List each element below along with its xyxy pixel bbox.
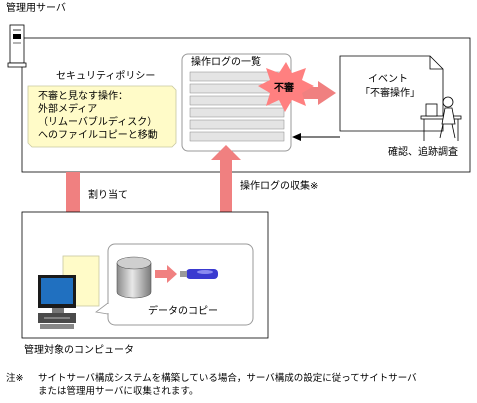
operation-log-rows (189, 71, 285, 142)
footnote-mark: 注※ (6, 373, 24, 384)
managed-computer-label: 管理対象のコンピュータ (24, 345, 134, 356)
security-policy-title: セキュリティポリシー (56, 71, 156, 82)
policy-line-3: （リムーバブルディスク） (38, 117, 158, 128)
suspicious-burst (258, 62, 314, 112)
log-row (189, 107, 285, 118)
event-line-2: 「不審操作」 (360, 88, 420, 99)
footnote-line-1: サイトサーバ構成システムを構築している場合，サーバ構成の設定に従ってサイトサーバ (38, 373, 417, 384)
administrator-icon (420, 96, 462, 141)
log-row (189, 119, 285, 130)
event-action-label: 確認、追跡調査 (388, 147, 458, 158)
disk-icon (116, 256, 152, 299)
policy-line-2: 外部メディア (38, 104, 98, 115)
usb-stick-icon (180, 269, 218, 279)
policy-line-1: 不審と見なす操作： (38, 91, 128, 102)
log-collect-label: 操作ログの収集※ (240, 181, 319, 192)
management-server-label: 管理用サーバ (6, 3, 66, 14)
policy-line-4: へのファイルコピーと移動 (38, 130, 158, 141)
assign-label: 割り当て (88, 190, 128, 201)
footnote-line-2: または管理用サーバに収集されます。 (38, 386, 199, 397)
event-line-1: イベント (368, 74, 408, 85)
operation-log-title: 操作ログの一覧 (191, 57, 261, 68)
server-tower-icon (7, 24, 27, 68)
copy-arrow (155, 265, 177, 283)
data-copy-label: データのコピー (148, 306, 218, 317)
computer-icon (38, 275, 76, 329)
suspicious-label: 不審 (274, 83, 294, 94)
log-row (189, 131, 285, 142)
policy-note (27, 85, 177, 148)
